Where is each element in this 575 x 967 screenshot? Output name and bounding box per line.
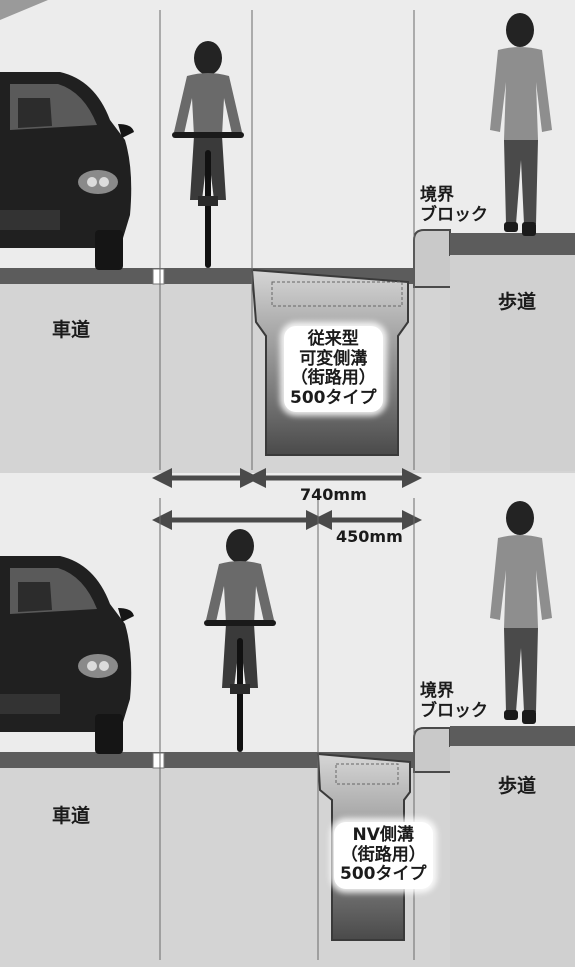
bottom-ditch-grate <box>335 763 399 785</box>
cyclist-icon <box>172 41 244 268</box>
cyclist-icon <box>204 529 276 752</box>
bottom-sidewalk-label: 歩道 <box>498 775 537 797</box>
ditch-label-line-3: 500タイプ <box>340 864 427 885</box>
pedestrian-icon <box>490 13 552 236</box>
boundary-block-line-2: ブロック <box>420 204 488 225</box>
top-sidewalk-surface <box>450 233 575 255</box>
ditch-label-line-2: 可変側溝 <box>299 348 368 369</box>
top-roadway-label: 車道 <box>52 319 91 341</box>
dimension-450-label: 450mm <box>336 527 403 546</box>
boundary-block-line-1: 境界 <box>420 185 454 205</box>
top-sidewalk-label: 歩道 <box>498 291 537 313</box>
car-icon <box>0 556 134 754</box>
top-ditch-label: 従来型 可変側溝 （街路用） 500タイプ <box>284 326 383 413</box>
bottom-ditch-label: NV側溝 （街路用） 500タイプ <box>334 822 433 889</box>
top-ditch-grate <box>271 281 403 307</box>
car-icon <box>0 72 134 270</box>
corner-tab <box>0 0 48 20</box>
bottom-boundary-block-label: 境界 ブロック <box>420 681 488 721</box>
top-lane-marking <box>152 268 165 285</box>
bottom-sidewalk-surface <box>450 726 575 746</box>
ditch-label-line-1: NV側溝 <box>352 825 414 845</box>
ditch-label-line-2: （街路用） <box>340 844 426 865</box>
top-boundary-block-label: 境界 ブロック <box>420 185 488 225</box>
bottom-road-surface <box>0 752 420 768</box>
top-sidewalk-ground <box>450 255 575 471</box>
bottom-roadway-label: 車道 <box>52 805 91 827</box>
ditch-label-line-4: 500タイプ <box>290 387 377 408</box>
pedestrian-icon <box>490 501 552 724</box>
boundary-block-line-2: ブロック <box>420 700 488 721</box>
ditch-label-line-3: （街路用） <box>290 368 376 389</box>
boundary-block-line-1: 境界 <box>420 681 454 701</box>
bottom-lane-marking <box>152 752 165 769</box>
dimension-740-label: 740mm <box>300 485 367 504</box>
bottom-sidewalk-ground <box>450 746 575 967</box>
ditch-label-line-1: 従来型 <box>307 329 359 349</box>
